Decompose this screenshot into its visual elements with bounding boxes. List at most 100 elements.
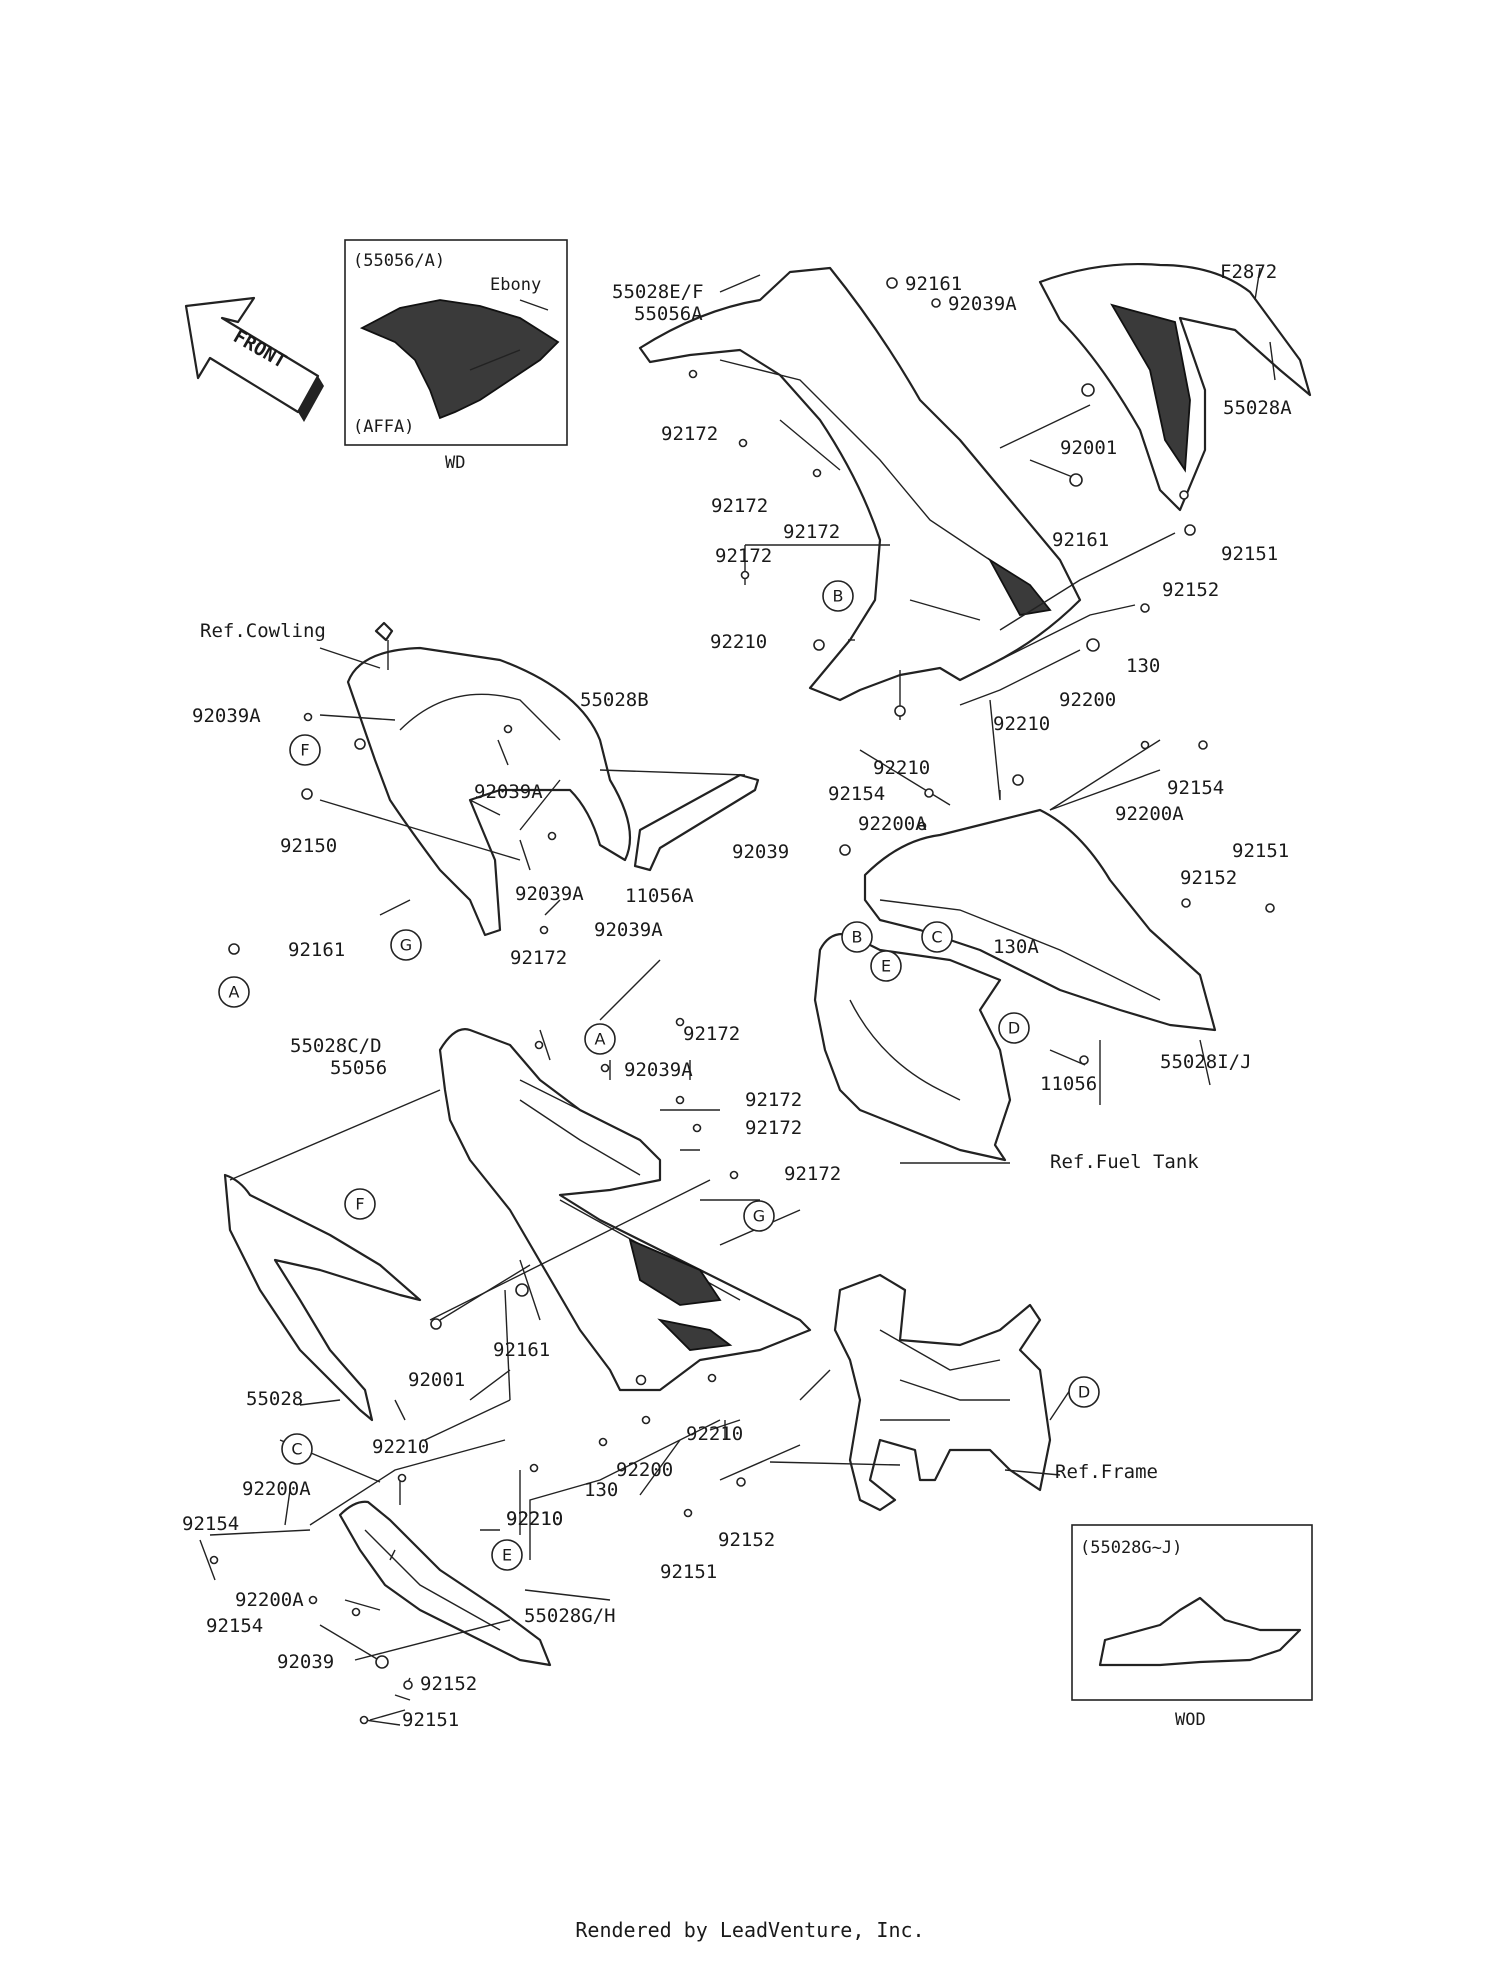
part-label: 11056 xyxy=(1040,1073,1097,1095)
callout-marker: F xyxy=(289,734,321,766)
callout-marker: E xyxy=(491,1539,523,1571)
part-label: 130A xyxy=(993,936,1039,958)
part-label: 92210 xyxy=(710,631,767,653)
callout-markers: B A F G B C E D A F G D C E xyxy=(218,580,1100,1571)
part-label: 92152 xyxy=(420,1673,477,1695)
part-label: 92151 xyxy=(402,1709,459,1731)
svg-text:G: G xyxy=(400,936,412,955)
part-label: 55056A xyxy=(634,303,703,325)
part-label: 92161 xyxy=(905,273,962,295)
part-label: 92172 xyxy=(510,947,567,969)
inset-ebony-box: (55056/A) Ebony (AFFA) WD xyxy=(344,239,568,473)
part-label: 92039A xyxy=(594,919,663,941)
upper-cowling-part xyxy=(638,266,1082,702)
callout-marker: F xyxy=(344,1188,376,1220)
side-cowling-right-part xyxy=(863,808,1217,1032)
svg-text:D: D xyxy=(1008,1019,1020,1038)
part-label: Ref.Cowling xyxy=(200,620,326,642)
callout-marker: G xyxy=(390,929,422,961)
part-label: 92172 xyxy=(745,1117,802,1139)
svg-text:C: C xyxy=(931,928,942,947)
inset-lower-cowl-shape xyxy=(1098,1596,1302,1667)
inset-lower-caption: WOD xyxy=(1175,1710,1206,1730)
part-label: 130 xyxy=(584,1479,618,1501)
part-label: 55028A xyxy=(1223,397,1292,419)
part-label: 92210 xyxy=(372,1436,429,1458)
part-label: 11056A xyxy=(625,885,694,907)
upper-cowl-insert-part xyxy=(1038,262,1312,512)
leader-lines xyxy=(199,267,1276,1726)
part-label: 92001 xyxy=(408,1369,465,1391)
part-label: 92152 xyxy=(1162,579,1219,601)
svg-text:B: B xyxy=(852,928,863,947)
callout-marker: D xyxy=(998,1012,1030,1044)
inset-ebony-cowl-shape xyxy=(359,299,560,420)
part-label: 92200A xyxy=(235,1589,304,1611)
part-label: 92172 xyxy=(715,545,772,567)
inset-ebony-color-label: Ebony xyxy=(490,275,541,295)
svg-text:F: F xyxy=(355,1195,364,1214)
part-label: 92172 xyxy=(745,1089,802,1111)
part-label: 92039A xyxy=(192,705,261,727)
callout-marker: C xyxy=(921,921,953,953)
part-label: 92151 xyxy=(660,1561,717,1583)
left-cowl-part xyxy=(223,1173,422,1422)
svg-text:C: C xyxy=(291,1440,302,1459)
callout-marker: A xyxy=(584,1023,616,1055)
frame-ref-part xyxy=(833,1273,1052,1512)
part-label: 55028 xyxy=(246,1388,303,1410)
callout-marker: E xyxy=(870,950,902,982)
part-label: 92210 xyxy=(873,757,930,779)
part-label: 92172 xyxy=(784,1163,841,1185)
callout-marker: A xyxy=(218,976,250,1008)
part-labels: 55028E/F 55056A 92161 92039A 55028A 9217… xyxy=(182,261,1292,1731)
part-label: 92151 xyxy=(1221,543,1278,565)
callout-marker: G xyxy=(743,1200,775,1232)
part-label: 55028G/H xyxy=(524,1605,616,1627)
inset-lower-top-label: (55028G~J) xyxy=(1080,1538,1182,1558)
callout-marker: B xyxy=(822,580,854,612)
part-label: 92200 xyxy=(1059,689,1116,711)
part-label: 92001 xyxy=(1060,437,1117,459)
svg-text:A: A xyxy=(229,983,240,1002)
part-label: 92200A xyxy=(242,1478,311,1500)
part-label: 92161 xyxy=(493,1339,550,1361)
callout-marker: D xyxy=(1068,1376,1100,1408)
part-label: 55028I/J xyxy=(1160,1051,1252,1073)
part-label: 92161 xyxy=(288,939,345,961)
svg-text:D: D xyxy=(1078,1383,1090,1402)
part-label: 92039A xyxy=(624,1059,693,1081)
part-label: 55056 xyxy=(330,1057,387,1079)
fuel-tank-ref-part xyxy=(813,932,1012,1162)
part-label: 92210 xyxy=(506,1508,563,1530)
inset-lower-box: (55028G~J) WOD xyxy=(1071,1524,1313,1730)
part-label: 55028C/D xyxy=(290,1035,382,1057)
part-label: 92039A xyxy=(948,293,1017,315)
inset-ebony-bottom-label: (AFFA) xyxy=(353,417,414,437)
part-label: 92172 xyxy=(783,521,840,543)
svg-text:G: G xyxy=(753,1207,765,1226)
part-label: 55028E/F xyxy=(612,281,704,303)
svg-text:F: F xyxy=(300,741,309,760)
part-label: 92154 xyxy=(828,783,885,805)
part-label: 92039A xyxy=(515,883,584,905)
part-label: Ref.Fuel Tank xyxy=(1050,1151,1199,1173)
part-label: 92210 xyxy=(506,1508,563,1530)
part-label: 92154 xyxy=(182,1513,239,1535)
part-label: 92172 xyxy=(661,423,718,445)
part-label: 92039 xyxy=(732,841,789,863)
part-label: 92172 xyxy=(683,1023,740,1045)
footer-credit: Rendered by LeadVenture, Inc. xyxy=(575,1918,925,1942)
part-label: 92152 xyxy=(718,1529,775,1551)
svg-text:B: B xyxy=(833,587,844,606)
part-label: Ref.Frame xyxy=(1055,1461,1158,1483)
diagram-id-label: F2872 xyxy=(1220,261,1277,283)
part-label: 92151 xyxy=(1232,840,1289,862)
callout-marker: B xyxy=(841,921,873,953)
part-label: 92154 xyxy=(206,1615,263,1637)
inset-ebony-top-label: (55056/A) xyxy=(353,251,445,271)
part-label: 92161 xyxy=(1052,529,1109,551)
lower-cowl-part xyxy=(338,1500,552,1667)
part-label: 92150 xyxy=(280,835,337,857)
